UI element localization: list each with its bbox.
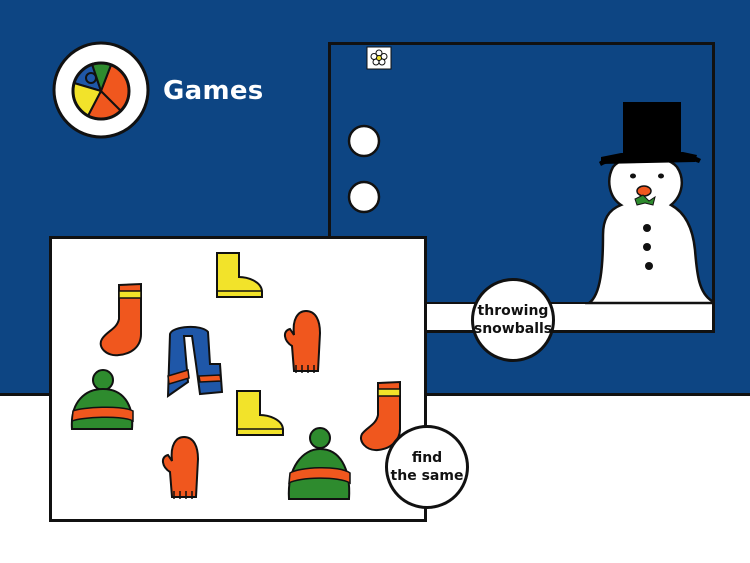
boot-item[interactable] [216, 252, 263, 298]
snowball [347, 180, 381, 214]
sock-item[interactable] [360, 380, 401, 452]
beach-ball-icon [52, 41, 150, 139]
sock-item[interactable] [99, 282, 142, 357]
boot-item[interactable] [236, 390, 284, 436]
snowball [347, 124, 381, 158]
scarf-item[interactable] [166, 326, 224, 398]
page-title: Games [163, 76, 264, 106]
find-the-same-button[interactable]: find the same [385, 425, 469, 509]
mitten-item[interactable] [284, 309, 322, 373]
mitten-item[interactable] [162, 435, 200, 499]
hat-item[interactable] [70, 369, 134, 430]
hat-item[interactable] [287, 427, 351, 500]
flower-icon[interactable] [366, 46, 392, 70]
game-card-find-the-same[interactable] [49, 236, 427, 522]
snowman[interactable] [584, 102, 712, 305]
throwing-snowballs-button[interactable]: throwing snowballs [471, 278, 555, 362]
find-the-same-label: find the same [390, 450, 464, 484]
clothes-scene [70, 252, 401, 500]
throwing-snowballs-label: throwing snowballs [473, 303, 553, 337]
